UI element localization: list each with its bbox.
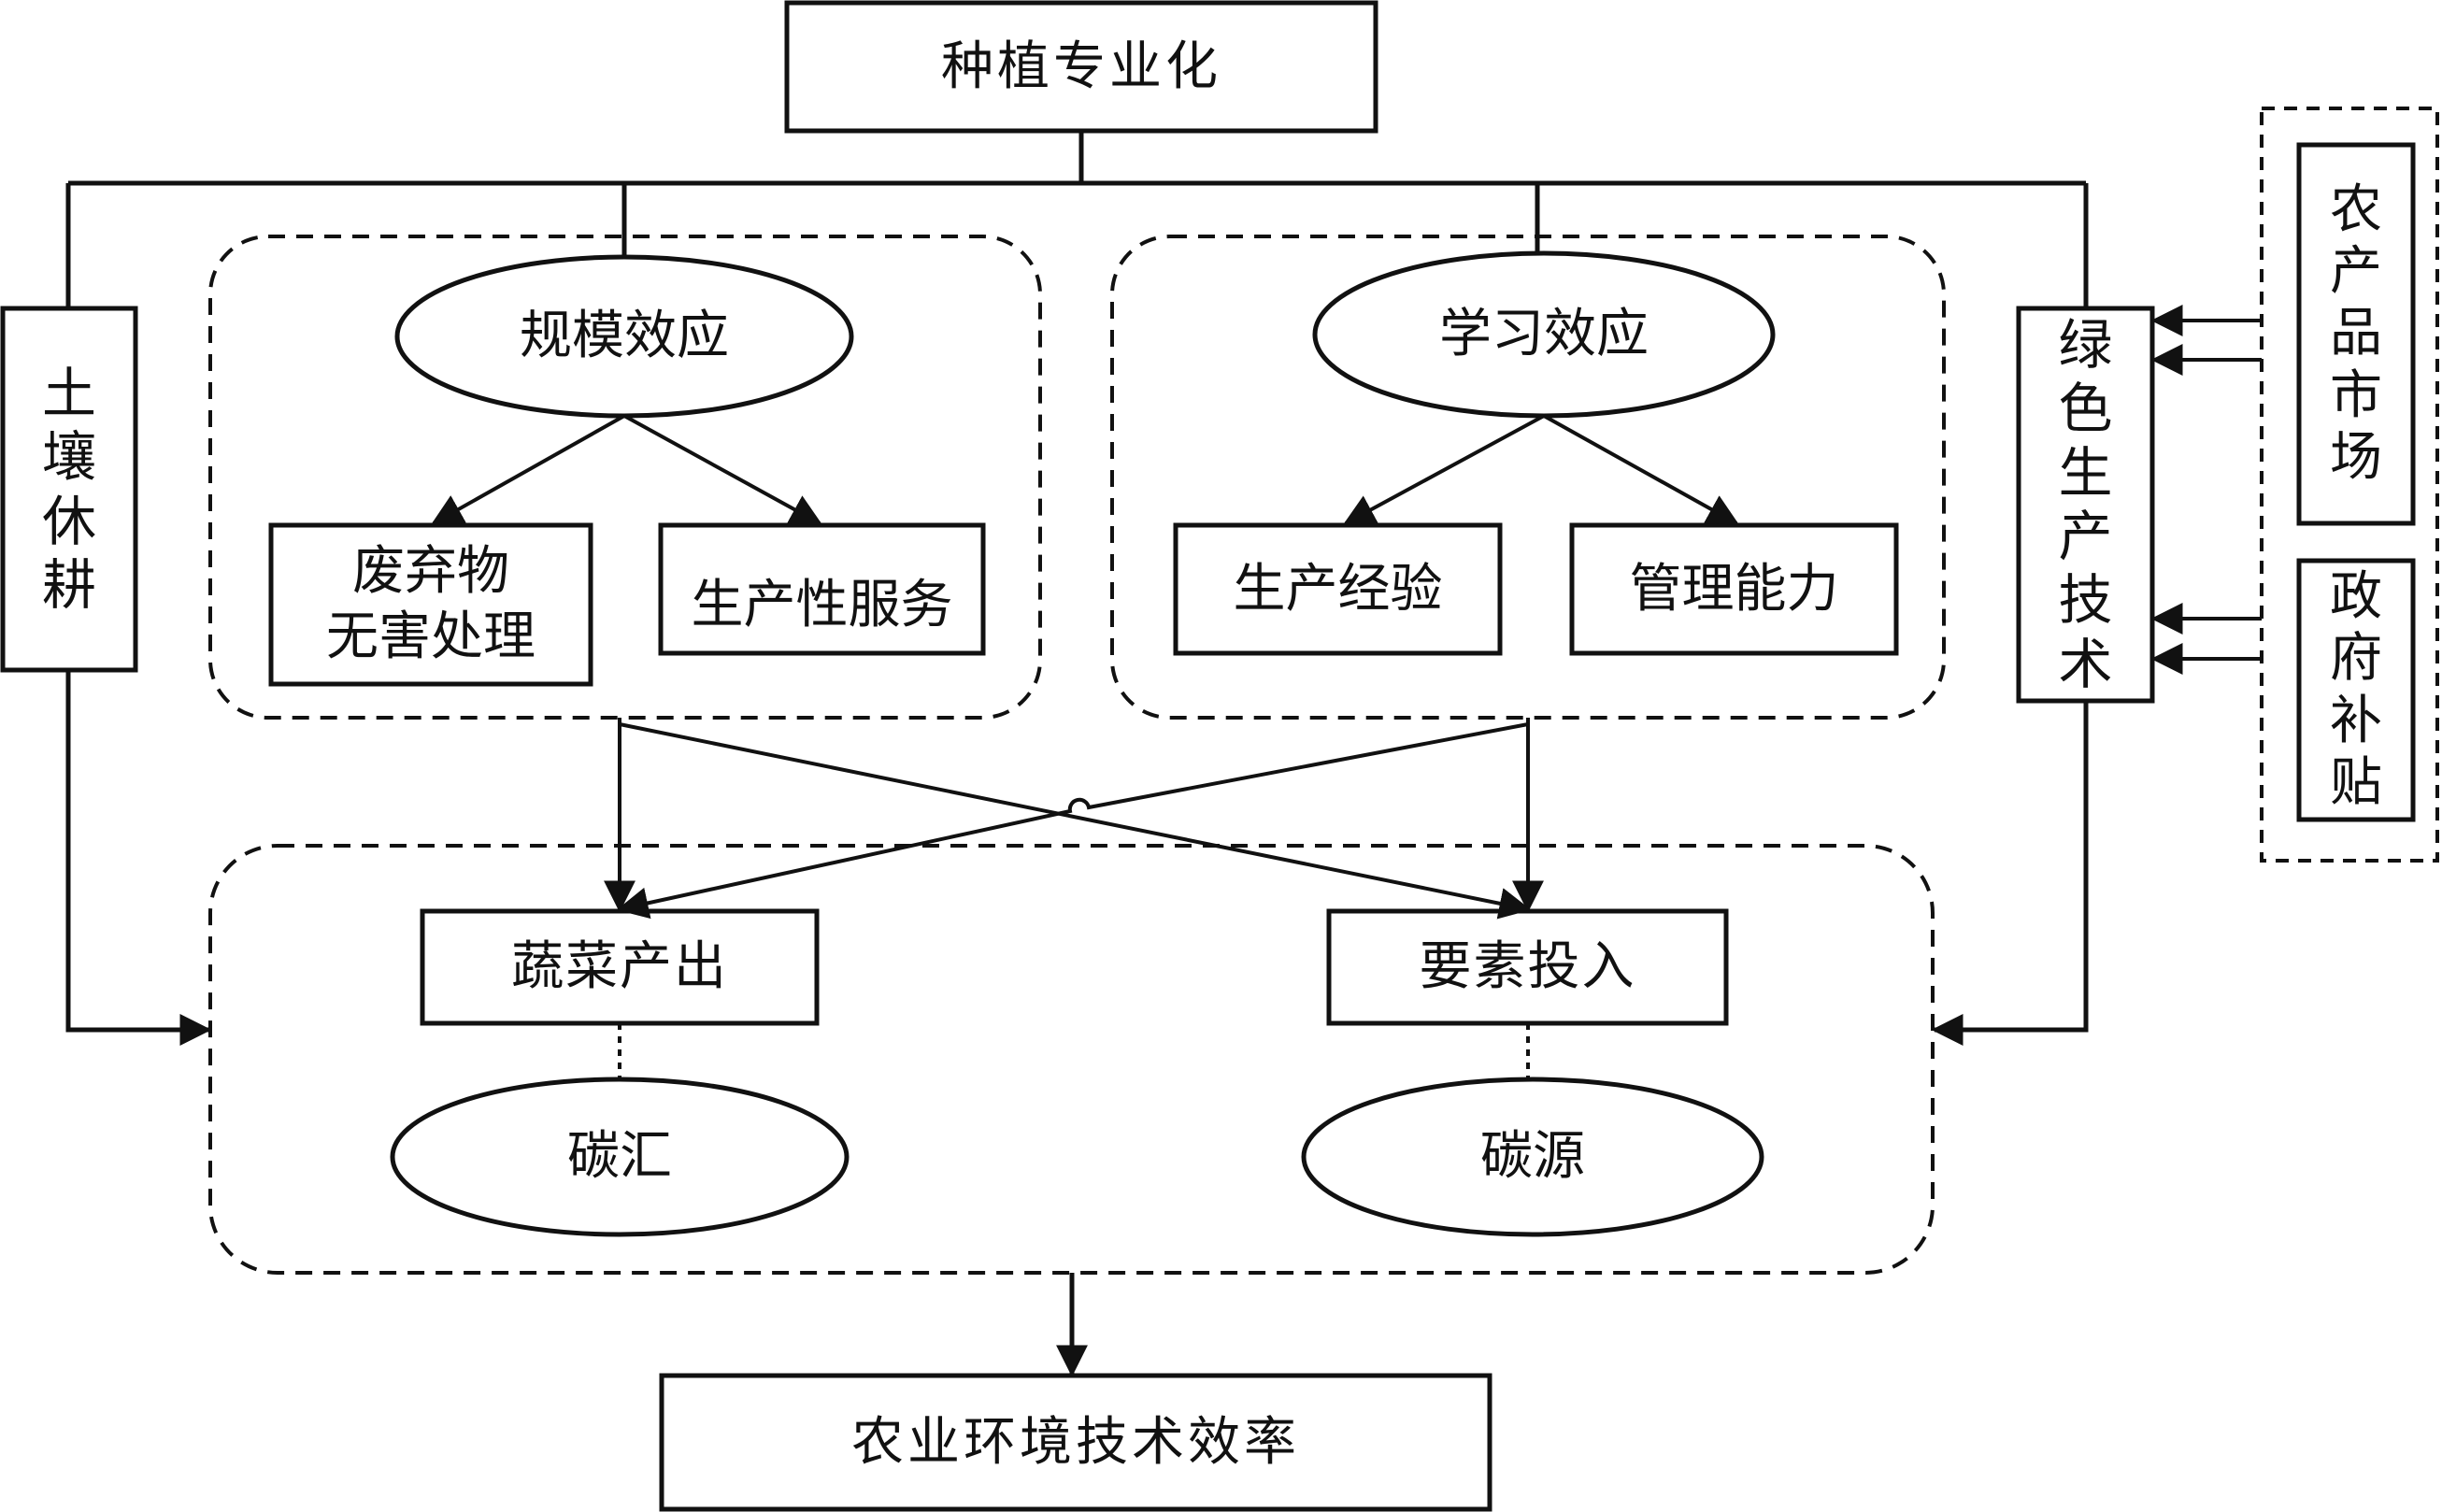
external-dashed-box [2260, 107, 2439, 863]
management-box [1569, 522, 1899, 656]
veg-output-label: 蔬菜产出 [511, 936, 728, 997]
vertical-char: 技 [2058, 568, 2113, 633]
learning-group [1110, 235, 1946, 720]
arrow-left-factor [65, 670, 212, 1046]
vertical-char: 政 [2330, 566, 2382, 628]
experience-label: 生产经验 [1233, 558, 1443, 620]
vertical-char: 耕 [41, 552, 96, 617]
arrow-scale-waste [431, 414, 625, 525]
experience-box [1173, 522, 1503, 656]
vertical-char: 农 [2330, 179, 2382, 241]
arrow-learning-experience [1343, 414, 1545, 525]
service-box [658, 522, 986, 656]
left-factor-label: 土壤休耕 [3, 308, 136, 670]
bottom-title: 农业环境技术效率 [851, 1411, 1300, 1473]
vertical-char: 市 [2330, 364, 2382, 426]
vertical-char: 绿 [2058, 312, 2113, 377]
arrow-right-factor [1931, 701, 2089, 1046]
arrow-scale-input [619, 722, 1532, 920]
waste-box [268, 522, 593, 687]
vertical-char: 品 [2330, 303, 2382, 364]
subsidy-label: 政府补贴 [2299, 561, 2413, 820]
vertical-char: 产 [2058, 505, 2113, 568]
scale-effect-title: 规模效应 [520, 306, 729, 366]
vertical-char: 贴 [2330, 751, 2382, 813]
vertical-char: 生 [2058, 440, 2113, 505]
source-ellipse [1301, 1077, 1764, 1237]
vertical-char: 休 [41, 489, 96, 553]
scale-group [208, 235, 1042, 720]
learning-effect-title: 学习效应 [1439, 304, 1649, 364]
waste-label: 废弃物 无害处理 [326, 541, 536, 667]
vertical-char: 场 [2330, 426, 2382, 488]
output-group [208, 844, 1935, 1275]
vertical-char: 壤 [41, 425, 96, 490]
vertical-char: 术 [2058, 632, 2113, 696]
vertical-char: 产 [2330, 241, 2382, 303]
vertical-char: 土 [41, 361, 96, 425]
service-label: 生产性服务 [691, 575, 953, 635]
carbon-source-label: 碳源 [1480, 1126, 1585, 1187]
arrow-learning-management [1543, 414, 1739, 525]
carbon-sink-label: 碳汇 [567, 1126, 672, 1187]
market-label: 农产品市场 [2299, 145, 2413, 523]
arrow-scale-service [623, 414, 822, 525]
right-factor-label: 绿色生产技术 [2019, 308, 2152, 701]
market-box [2296, 142, 2416, 526]
arrow-learning-veg [616, 722, 1529, 920]
vertical-char: 色 [2058, 377, 2113, 441]
subsidy-box [2296, 558, 2416, 822]
vertical-char: 府 [2330, 628, 2382, 690]
factor-input-label: 要素投入 [1419, 936, 1636, 997]
top-title: 种植专业化 [941, 36, 1221, 97]
vertical-char: 补 [2330, 690, 2382, 751]
management-label: 管理能力 [1629, 558, 1839, 620]
